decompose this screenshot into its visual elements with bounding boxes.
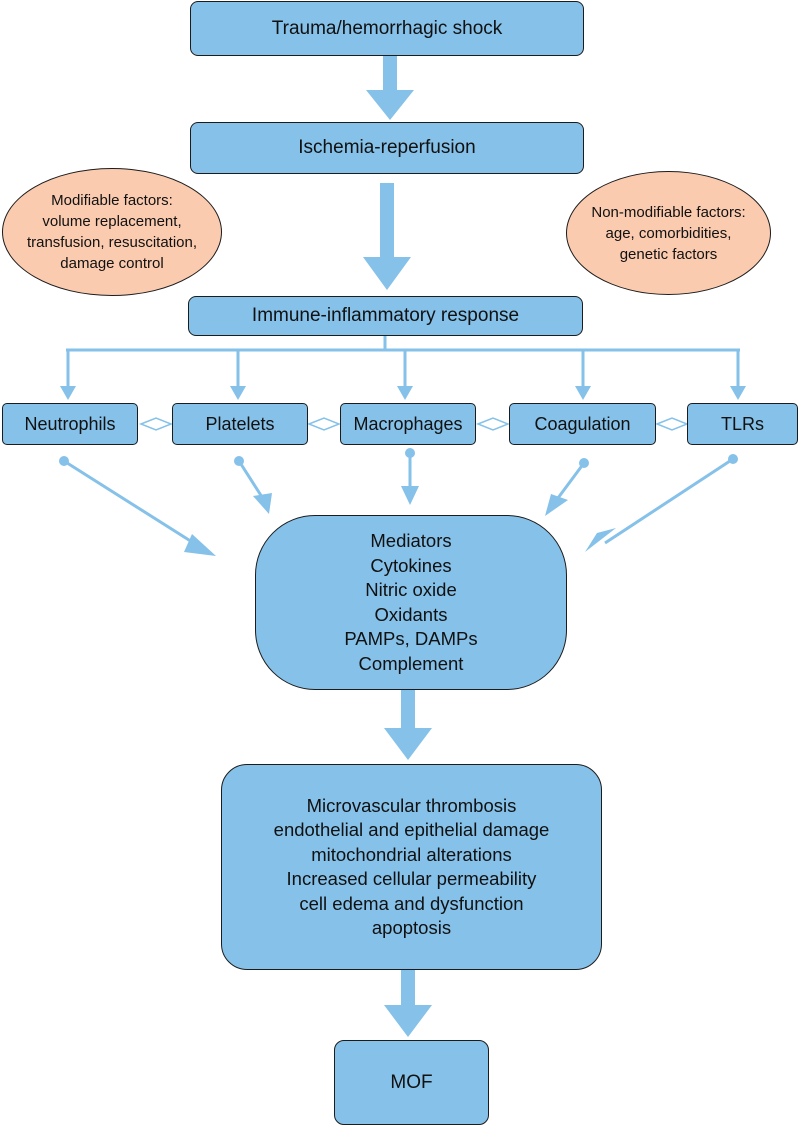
branch-head-platelets [230, 386, 246, 400]
mof-label: MOF [390, 1071, 433, 1093]
modifiable-line-2: volume replacement, [42, 213, 182, 230]
non-modifiable-line-2: age, comorbidities, [605, 224, 732, 242]
conv-dot-tlrs [728, 454, 738, 464]
neutrophils-box: Neutrophils [2, 403, 138, 445]
coagulation-label: Coagulation [534, 413, 631, 434]
modifiable-line-1: Modifiable factors: [51, 192, 173, 209]
conv-head-macrophages [401, 486, 419, 505]
branch-head-macrophages [397, 386, 413, 400]
neutrophils-label: Neutrophils [24, 413, 116, 434]
arrow-damage-to-mof [384, 970, 432, 1037]
damage-line-6: apoptosis [371, 917, 452, 938]
conv-dot-macrophages [405, 448, 415, 458]
mediators-line-4: Oxidants [374, 603, 448, 625]
ischemia-label: Ischemia-reperfusion [298, 137, 476, 158]
immune-response-box: Immune-inflammatory response [188, 296, 583, 336]
conv-dot-coagulation [579, 458, 589, 468]
tlrs-box: TLRs [687, 403, 798, 445]
conv-head-tlrs [585, 528, 616, 552]
coagulation-box: Coagulation [509, 403, 656, 445]
arrow-trauma-to-ischemia [366, 55, 414, 120]
non-modifiable-factors-oval: Non-modifiable factors: age, comorbiditi… [566, 171, 771, 295]
link-coagulation-tlrs [654, 417, 690, 431]
platelets-box: Platelets [172, 403, 308, 445]
arrow-ischemia-to-immune [363, 183, 411, 290]
conv-line-platelets [237, 460, 264, 498]
non-modifiable-line-3: genetic factors [619, 245, 718, 263]
ischemia-box: Ischemia-reperfusion [190, 122, 584, 174]
mof-box: MOF [334, 1040, 489, 1125]
non-modifiable-line-1: Non-modifiable factors: [591, 203, 746, 221]
tlrs-label: TLRs [720, 413, 764, 434]
damage-line-2: endothelial and epithelial damage [273, 819, 550, 840]
conv-head-neutrophils [184, 534, 216, 556]
link-neutrophils-platelets [138, 417, 174, 431]
damage-line-1: Microvascular thrombosis [306, 794, 517, 816]
conv-line-coagulation [556, 462, 586, 499]
conv-head-platelets [253, 493, 272, 514]
mediators-line-2: Cytokines [370, 554, 452, 576]
damage-line-5: cell edema and dysfunction [299, 892, 524, 914]
conv-dot-platelets [234, 456, 244, 466]
link-macrophages-coagulation [475, 417, 511, 431]
modifiable-line-3: transfusion, resuscitation, [26, 234, 198, 251]
modifiable-factors-oval: Modifiable factors: volume replacement, … [2, 168, 222, 296]
macrophages-label: Macrophages [353, 413, 463, 434]
platelets-label: Platelets [205, 413, 275, 434]
macrophages-box: Macrophages [340, 403, 476, 445]
branch-head-tlrs [730, 386, 746, 400]
trauma-label: Trauma/hemorrhagic shock [271, 17, 503, 39]
damage-line-3: mitochondrial alterations [311, 843, 512, 865]
mediators-box: Mediators Cytokines Nitric oxide Oxidant… [255, 515, 567, 690]
conv-line-neutrophils [63, 459, 201, 549]
branch-head-neutrophils [60, 386, 76, 400]
damage-line-4: Increased cellular permeability [286, 868, 537, 889]
conv-dot-neutrophils [59, 456, 69, 466]
arrow-mediators-to-damage [384, 690, 432, 760]
branch-head-coagulation [575, 386, 591, 400]
conv-line-tlrs [604, 457, 734, 545]
trauma-box: Trauma/hemorrhagic shock [190, 1, 584, 56]
link-platelets-macrophages [306, 417, 342, 431]
mediators-line-5: PAMPs, DAMPs [344, 628, 478, 649]
mediators-line-1: Mediators [370, 530, 452, 551]
cellular-damage-box: Microvascular thrombosis endothelial and… [221, 764, 602, 970]
conv-head-coagulation [545, 494, 568, 516]
mediators-line-3: Nitric oxide [365, 579, 457, 600]
mediators-line-6: Complement [358, 652, 464, 674]
modifiable-line-4: damage control [60, 255, 164, 272]
immune-label: Immune-inflammatory response [251, 305, 520, 326]
